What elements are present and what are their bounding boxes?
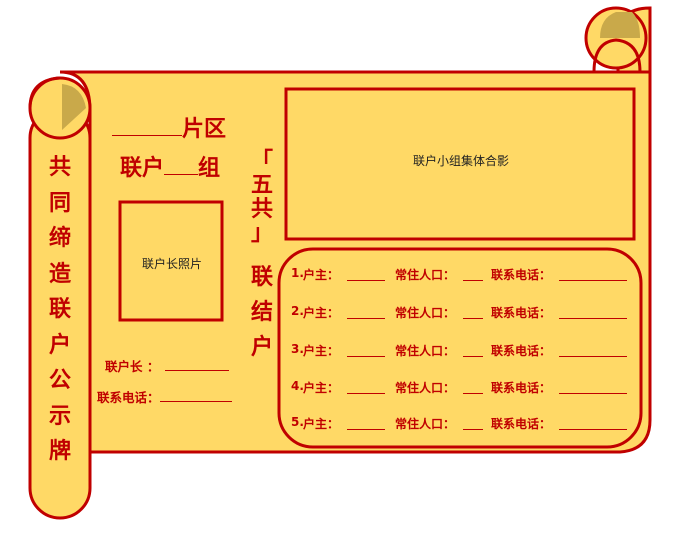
lianjie_hu-char: 户	[250, 335, 273, 360]
group-photo-label: 联户小组集体合影	[412, 154, 509, 168]
household-head-blank[interactable]	[347, 379, 385, 394]
vertical_title-char: 缔	[48, 226, 71, 251]
household-phone-blank[interactable]	[559, 415, 627, 430]
household-number: 3.	[291, 342, 304, 356]
five_together-char: 「	[250, 149, 273, 174]
household-residents-label: 常住人口：	[395, 344, 456, 358]
household-row: 2.户主： 常住人口： 联系电话：	[287, 304, 637, 320]
household-head-label: 户主：	[303, 268, 340, 282]
five_together-char: 」	[250, 221, 273, 246]
household-head-blank[interactable]	[347, 266, 385, 281]
household-phone-label: 联系电话：	[491, 268, 552, 282]
vertical_title-char: 公	[48, 368, 71, 393]
household-row: 1.户主： 常住人口： 联系电话：	[287, 266, 637, 282]
leader-photo-label: 联户长照片	[141, 257, 202, 271]
household-number: 2.	[291, 304, 304, 318]
household-residents-label: 常住人口：	[395, 306, 456, 320]
household-residents-label: 常住人口：	[395, 268, 456, 282]
leader-label: 联户长 ：	[105, 359, 160, 374]
household-head-blank[interactable]	[347, 304, 385, 319]
household-phone-label: 联系电话：	[491, 417, 552, 431]
leader-field: 联户长 ：	[105, 356, 230, 375]
district-line: 片区	[112, 111, 226, 143]
leader-phone-field: 联系电话：	[97, 387, 232, 406]
households-frame	[277, 247, 643, 449]
household-phone-blank[interactable]	[559, 342, 627, 357]
household-residents-blank[interactable]	[463, 415, 483, 430]
leader-phone-label: 联系电话：	[97, 390, 160, 405]
household-residents-blank[interactable]	[463, 304, 483, 319]
household-row: 5.户主： 常住人口： 联系电话：	[287, 415, 637, 431]
vertical_title-char: 联	[48, 297, 71, 322]
five_together-char: 共	[250, 197, 273, 222]
vertical_title-char: 造	[48, 261, 71, 287]
leader-phone-blank[interactable]	[159, 389, 232, 402]
vertical_title-char: 共	[48, 155, 71, 180]
lianjie_hu-char: 结	[250, 300, 273, 325]
leader-blank[interactable]	[165, 358, 230, 371]
vertical_title-char: 同	[48, 190, 71, 216]
household-residents-blank[interactable]	[463, 266, 483, 281]
household-phone-label: 联系电话：	[491, 306, 552, 320]
household-row: 3.户主： 常住人口： 联系电话：	[287, 342, 637, 358]
household-phone-blank[interactable]	[559, 266, 627, 281]
five_together-char: 五	[250, 173, 273, 198]
household-phone-label: 联系电话：	[491, 381, 552, 395]
vertical-title: 共同缔造联户公示牌	[46, 150, 74, 470]
vertical_title-char: 户	[48, 332, 71, 358]
household-number: 5.	[291, 415, 304, 429]
five-together-column: 「五共」	[247, 150, 277, 246]
household-phone-blank[interactable]	[559, 379, 627, 394]
household-phone-label: 联系电话：	[491, 344, 552, 358]
group-line: 联户 组	[120, 150, 220, 182]
household-residents-label: 常住人口：	[395, 381, 456, 395]
household-residents-blank[interactable]	[463, 342, 483, 357]
district-label: 片区	[182, 117, 227, 142]
vertical_title-char: 牌	[48, 439, 71, 464]
household-head-label: 户主：	[303, 417, 340, 431]
household-head-blank[interactable]	[347, 415, 385, 430]
lianjie-column: 联结户	[247, 260, 277, 365]
household-phone-blank[interactable]	[559, 304, 627, 319]
household-head-label: 户主：	[303, 381, 340, 395]
group-suffix: 组	[198, 156, 221, 181]
group-prefix: 联户	[120, 156, 165, 181]
household-residents-blank[interactable]	[463, 379, 483, 394]
household-head-label: 户主：	[303, 344, 340, 358]
household-head-blank[interactable]	[347, 342, 385, 357]
household-residents-label: 常住人口：	[395, 417, 456, 431]
lianjie_hu-char: 联	[250, 265, 273, 290]
household-number: 1.	[291, 266, 304, 280]
household-row: 4.户主： 常住人口： 联系电话：	[287, 379, 637, 395]
household-number: 4.	[291, 379, 304, 393]
leader-photo-frame	[118, 200, 224, 322]
group-photo-frame	[284, 87, 636, 241]
vertical_title-char: 示	[48, 403, 71, 429]
household-head-label: 户主：	[303, 306, 340, 320]
